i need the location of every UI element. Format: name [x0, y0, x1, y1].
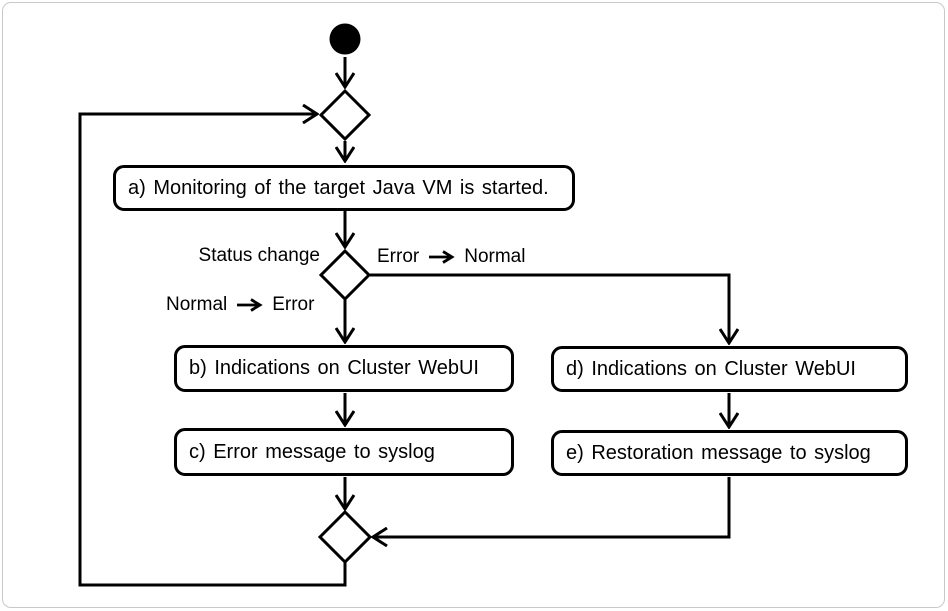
merge-diamond-bottom — [317, 509, 373, 565]
decision-diamond — [318, 248, 372, 302]
activity-label-d: d) Indications on Cluster WebUI — [566, 357, 856, 380]
activity-label-e: e) Restoration message to syslog — [566, 441, 871, 464]
activity-node-b: b) Indications on Cluster WebUI — [174, 345, 514, 392]
right-arrow-icon — [237, 298, 263, 312]
branch-to-text: Error — [272, 294, 315, 315]
activity-label-c: c) Error message to syslog — [189, 440, 435, 463]
branch-label-normal-to-error: Normal Error — [166, 294, 315, 315]
start-node — [329, 23, 361, 55]
decision-label-text: Status change — [198, 245, 320, 266]
activity-label-a: a) Monitoring of the target Java VM is s… — [128, 176, 549, 199]
activity-node-a: a) Monitoring of the target Java VM is s… — [113, 165, 575, 211]
activity-node-c: c) Error message to syslog — [174, 428, 514, 476]
branch-label-error-to-normal: Error Normal — [377, 246, 526, 267]
edge-e-to-merge-bottom — [373, 477, 731, 537]
merge-diamond-top — [318, 88, 372, 142]
decision-label: Status change — [150, 245, 320, 266]
branch-to-text: Normal — [464, 246, 526, 267]
activity-node-e: e) Restoration message to syslog — [551, 430, 908, 476]
activity-node-d: d) Indications on Cluster WebUI — [551, 346, 908, 392]
activity-label-b: b) Indications on Cluster WebUI — [189, 357, 479, 379]
edge-decision-to-d — [370, 273, 729, 343]
branch-from-text: Normal — [166, 294, 228, 315]
edge-loop-back — [78, 114, 347, 587]
right-arrow-icon — [429, 250, 455, 264]
branch-from-text: Error — [377, 246, 420, 267]
